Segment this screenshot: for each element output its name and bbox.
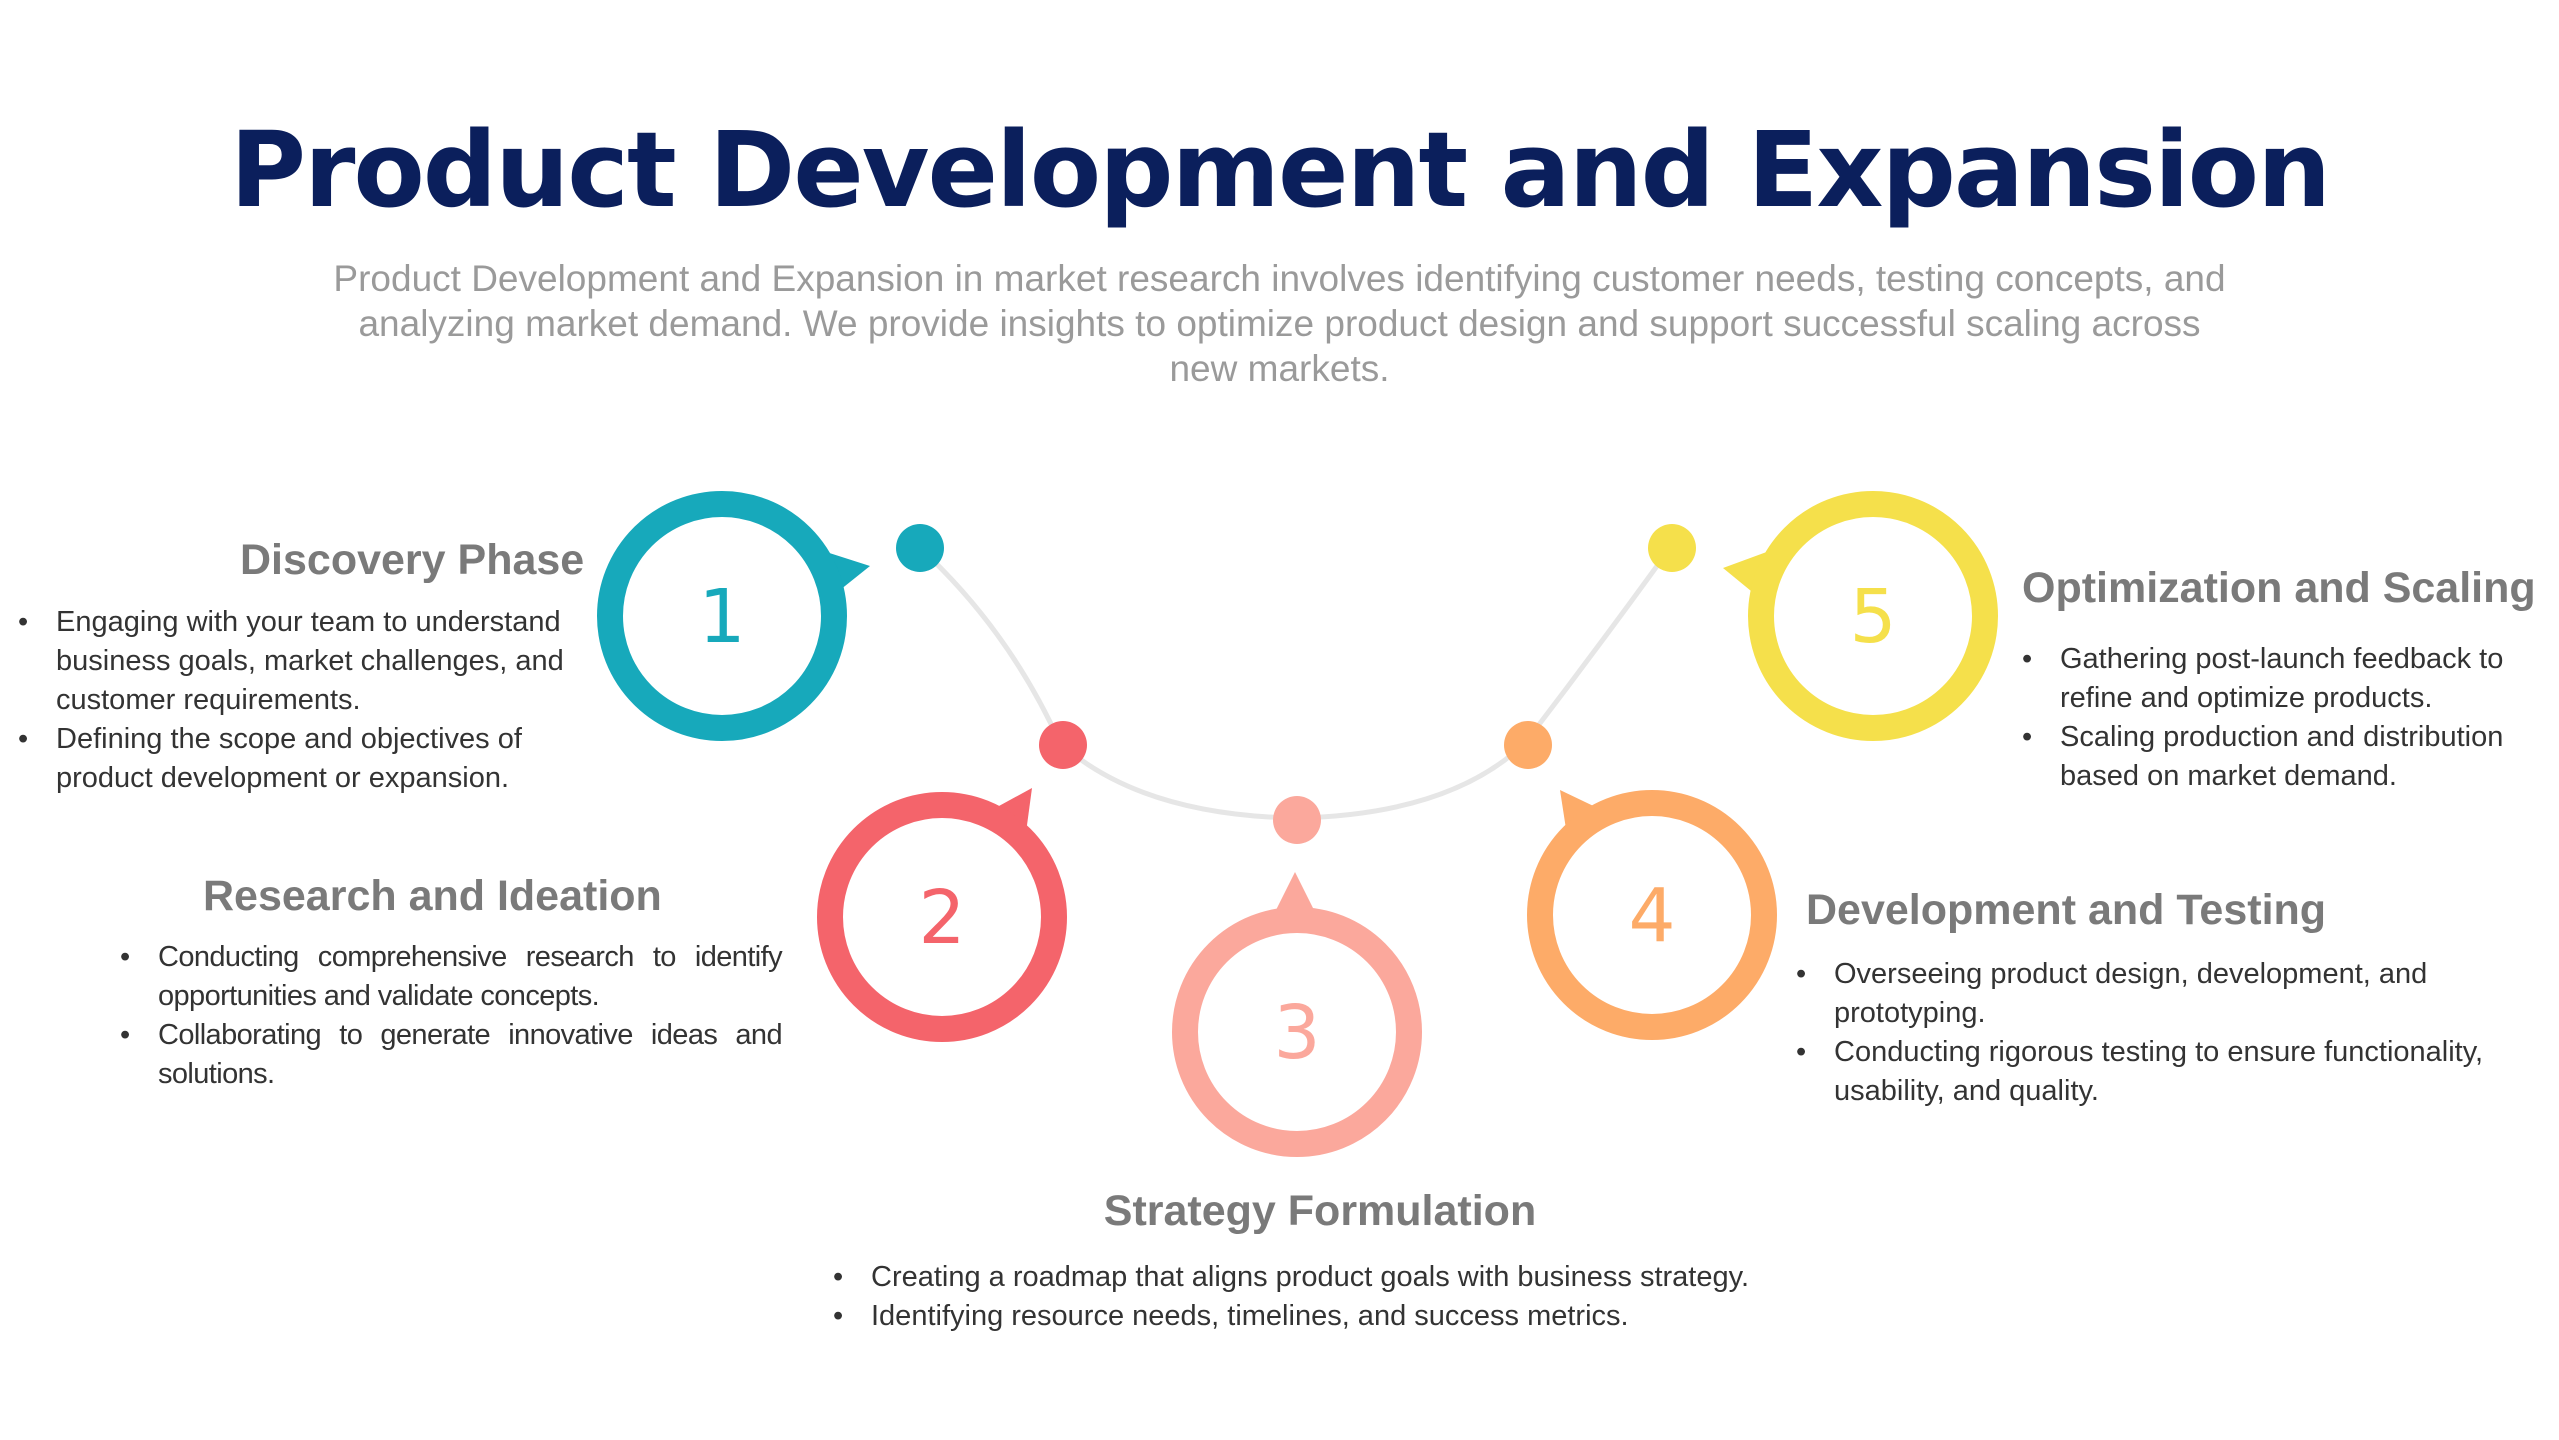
step-1-ring bbox=[597, 491, 847, 741]
step-4-bullets: Overseeing product design, development, … bbox=[1796, 955, 2536, 1111]
list-item: Engaging with your team to understand bu… bbox=[18, 603, 588, 720]
step-5-title: Optimization and Scaling bbox=[2022, 564, 2536, 612]
step-1-node: 1 bbox=[597, 491, 944, 741]
step-4-ring bbox=[1527, 790, 1777, 1040]
step-2-ring bbox=[817, 792, 1067, 1042]
step-3-ring bbox=[1172, 907, 1422, 1157]
step-3-dot bbox=[1273, 796, 1321, 844]
step-2-bullets: Conducting comprehensive research to ide… bbox=[120, 938, 783, 1094]
step-1-dot bbox=[896, 524, 944, 572]
step-3-bullets: Creating a roadmap that aligns product g… bbox=[833, 1258, 1773, 1336]
step-4-number: 4 bbox=[1628, 873, 1675, 959]
step-4-dot bbox=[1504, 721, 1552, 769]
step-4-node: 4 bbox=[1504, 721, 1777, 1040]
page-subtitle: Product Development and Expansion in mar… bbox=[333, 258, 2226, 389]
step-5-dot bbox=[1648, 524, 1696, 572]
step-5-ring bbox=[1748, 491, 1998, 741]
list-item: Scaling production and distribution base… bbox=[2022, 718, 2542, 796]
step-3-node: 3 bbox=[1172, 796, 1422, 1157]
step-2-node: 2 bbox=[817, 721, 1087, 1042]
step-1-title: Discovery Phase bbox=[240, 536, 585, 584]
page-title: Product Development and Expansion bbox=[229, 109, 2331, 231]
step-2-number: 2 bbox=[918, 875, 965, 961]
list-item: Conducting comprehensive research to ide… bbox=[120, 938, 783, 1016]
step-3-title: Strategy Formulation bbox=[1103, 1187, 1537, 1235]
list-item: Creating a roadmap that aligns product g… bbox=[833, 1258, 1773, 1297]
step-2-title: Research and Ideation bbox=[203, 872, 662, 920]
step-1-bullets: Engaging with your team to understand bu… bbox=[18, 603, 588, 798]
step-4-title: Development and Testing bbox=[1806, 886, 2327, 934]
list-item: Collaborating to generate innovative ide… bbox=[120, 1016, 783, 1094]
step-5-number: 5 bbox=[1849, 574, 1896, 660]
list-item: Defining the scope and objectives of pro… bbox=[18, 720, 588, 798]
list-item: Identifying resource needs, timelines, a… bbox=[833, 1297, 1773, 1336]
step-5-bullets: Gathering post-launch feedback to refine… bbox=[2022, 640, 2542, 796]
step-3-pointer bbox=[1275, 872, 1315, 912]
step-3-number: 3 bbox=[1273, 990, 1320, 1076]
connector-arc bbox=[918, 546, 1673, 821]
list-item: Gathering post-launch feedback to refine… bbox=[2022, 640, 2542, 718]
step-2-dot bbox=[1039, 721, 1087, 769]
step-1-number: 1 bbox=[698, 574, 745, 660]
list-item: Conducting rigorous testing to ensure fu… bbox=[1796, 1033, 2536, 1111]
step-5-node: 5 bbox=[1648, 491, 1998, 741]
list-item: Overseeing product design, development, … bbox=[1796, 955, 2536, 1033]
